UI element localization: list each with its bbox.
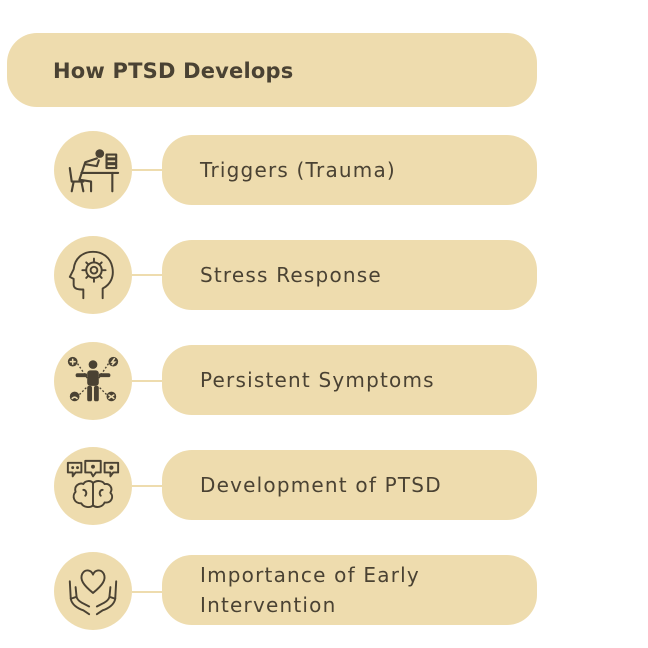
step-icon-circle [54, 552, 132, 630]
step-icon-circle [54, 342, 132, 420]
step-box: Persistent Symptoms [162, 345, 537, 415]
step-box: Importance of Early Intervention [162, 555, 537, 625]
connector-line [132, 591, 164, 593]
step-icon-circle [54, 131, 132, 209]
step-box: Stress Response [162, 240, 537, 310]
step-label: Persistent Symptoms [200, 368, 435, 392]
step-box: Triggers (Trauma) [162, 135, 537, 205]
distressed-person-at-desk-icon [68, 149, 120, 193]
diagram-title: How PTSD Develops [53, 59, 294, 83]
step-icon-circle [54, 236, 132, 314]
hands-holding-heart-icon [68, 569, 118, 616]
connector-line [132, 169, 164, 171]
step-box: Development of PTSD [162, 450, 537, 520]
step-label: Development of PTSD [200, 473, 442, 497]
person-with-symptoms-icon [67, 356, 119, 402]
step-label: Triggers (Trauma) [200, 158, 396, 182]
head-with-brain-gear-icon [68, 250, 114, 300]
step-label: Importance of Early Intervention [200, 563, 420, 617]
connector-line [132, 485, 164, 487]
step-icon-circle [54, 447, 132, 525]
title-bar: How PTSD Develops [7, 33, 537, 107]
step-label: Stress Response [200, 263, 382, 287]
brain-with-speech-bubbles-icon [66, 459, 120, 508]
connector-line [132, 380, 164, 382]
connector-line [132, 274, 164, 276]
